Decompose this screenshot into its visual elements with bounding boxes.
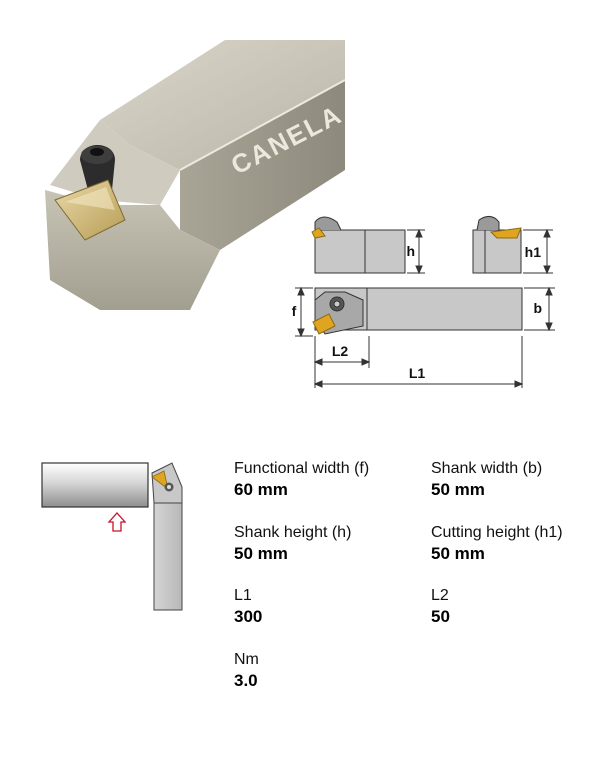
spec-shank-height: Shank height (h) 50 mm — [234, 523, 351, 565]
spec-value: 50 — [431, 607, 450, 626]
spec-nm: Nm 3.0 — [234, 650, 259, 692]
spec-label: L1 — [234, 587, 252, 604]
workpiece — [41, 462, 149, 508]
spec-label: Shank width (b) — [431, 460, 543, 477]
spec-label: Functional width (f) — [234, 460, 370, 477]
spec-label: Nm — [234, 651, 259, 668]
spec-l2: L2 50 — [431, 586, 450, 628]
dim-label-l1: L1 — [409, 365, 426, 381]
dim-label-l2: L2 — [332, 343, 349, 359]
spec-l1: L1 300 — [234, 586, 262, 628]
dimension-drawing: h h1 f b L2 L1 — [292, 216, 555, 388]
dim-label-h1: h1 — [525, 244, 542, 260]
spec-label: L2 — [431, 587, 449, 604]
spec-label: Shank height (h) — [234, 524, 352, 541]
spec-functional-width: Functional width (f) 60 mm — [234, 459, 369, 501]
spec-value: 300 — [234, 607, 263, 626]
spec-value: 3.0 — [234, 671, 258, 690]
spec-value: 50 mm — [431, 480, 485, 499]
spec-value: 50 mm — [431, 544, 485, 563]
tool-holder-photo: CANELA — [45, 40, 345, 310]
insert-icon — [151, 470, 169, 490]
spec-cutting-height: Cutting height (h1) 50 mm — [431, 523, 563, 565]
dim-label-f: f — [292, 303, 297, 319]
spec-label: Cutting height (h1) — [431, 524, 563, 541]
spec-value: 60 mm — [234, 480, 288, 499]
feed-direction-arrow-icon — [107, 512, 127, 532]
orientation-diagram — [41, 462, 183, 611]
tool-shank — [153, 502, 183, 611]
spec-value: 50 mm — [234, 544, 288, 563]
dim-label-b: b — [533, 300, 542, 316]
spec-shank-width: Shank width (b) 50 mm — [431, 459, 542, 501]
dim-label-h: h — [406, 243, 415, 259]
